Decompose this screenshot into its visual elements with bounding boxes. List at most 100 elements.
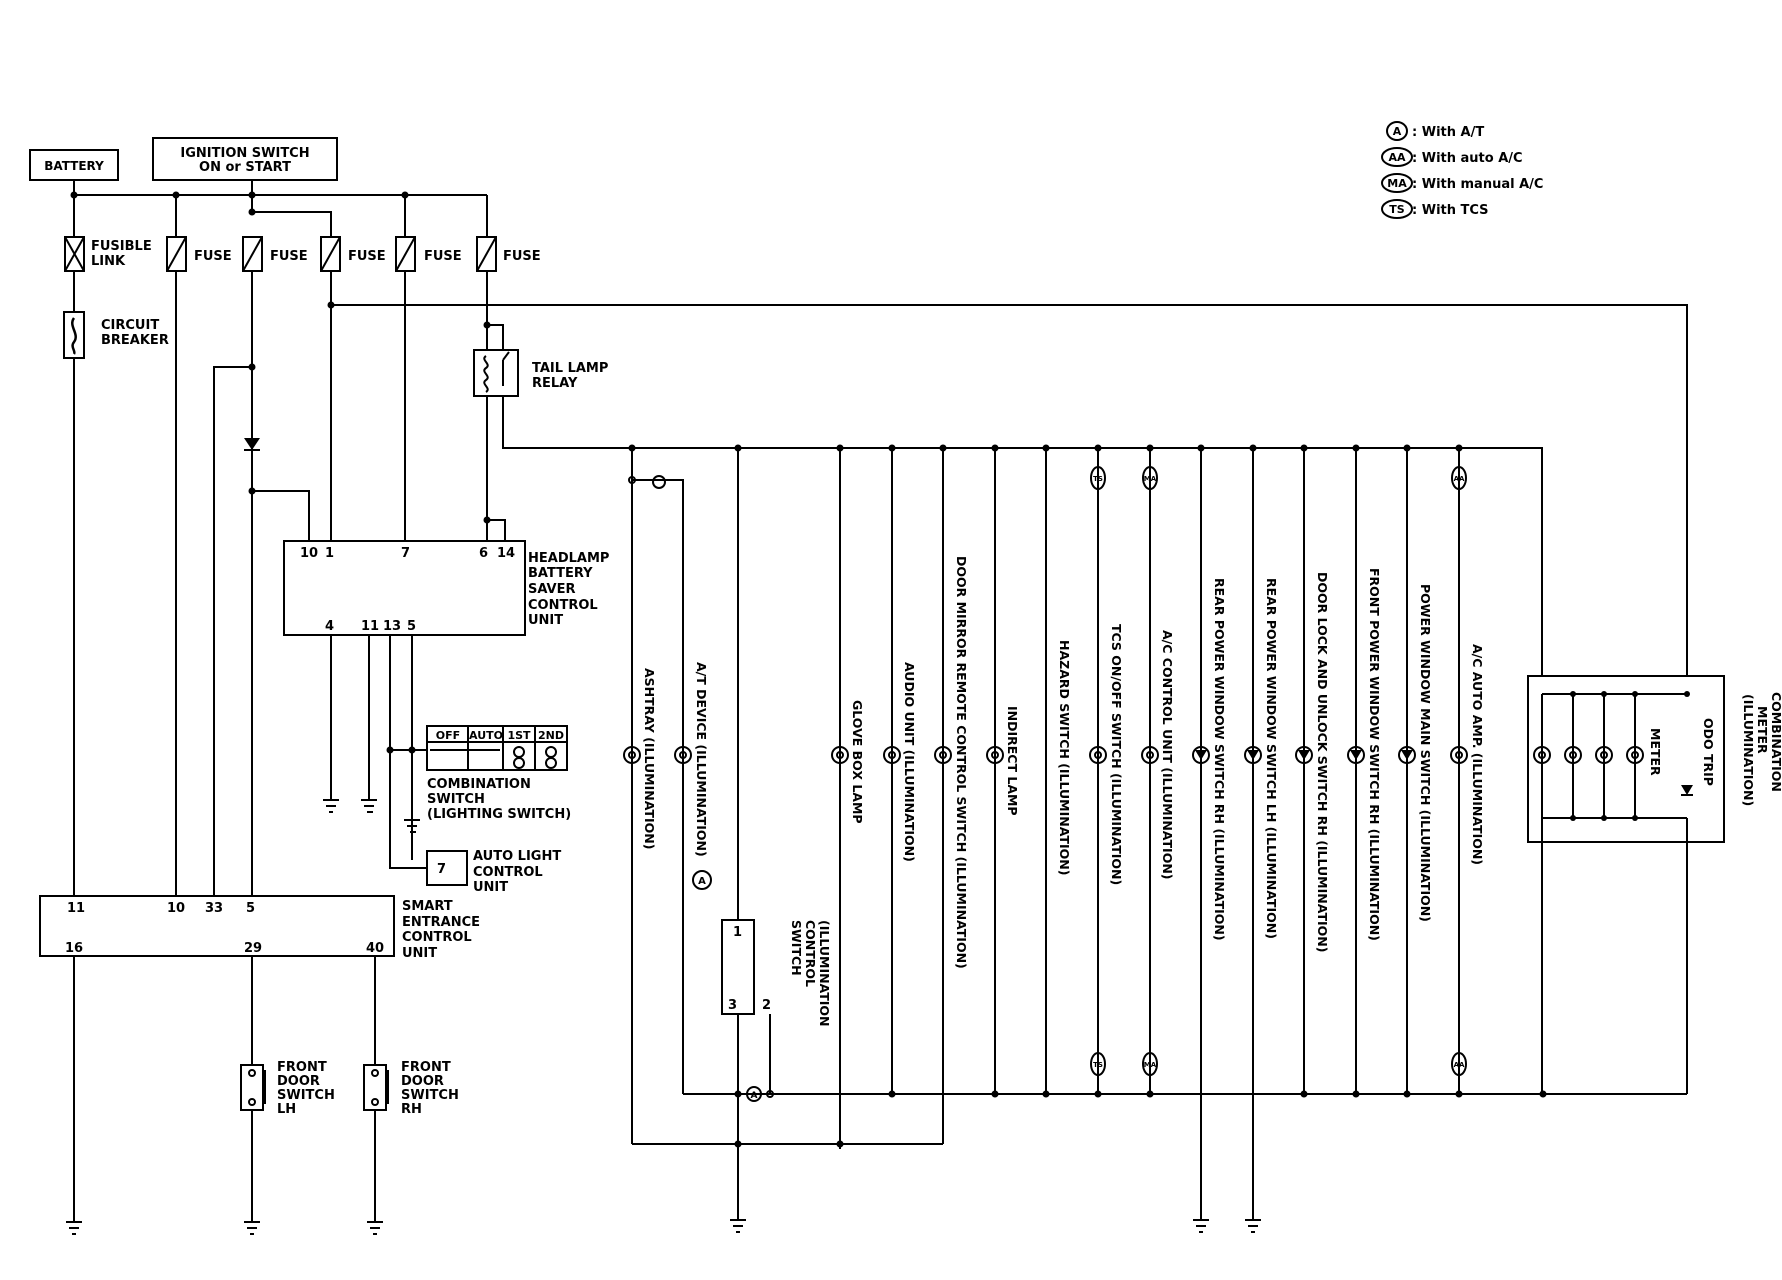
marker-aa-top: AA (1454, 475, 1465, 483)
hbs-label-4: CONTROL (528, 598, 598, 613)
load-label-indirect-lamp: INDIRECT LAMP (1005, 706, 1020, 816)
combination-meter-label-1: COMBINATION (1769, 692, 1782, 792)
legend-text-a: : With A/T (1412, 125, 1484, 140)
illumination-control-switch: 1 3 2 (ILLUMINATION CONTROL SWITCH (721, 919, 832, 1027)
headlamp-battery-saver-unit: 10 1 7 6 14 4 11 13 5 HEADLAMP BATTERY S… (283, 540, 609, 636)
seu-label-1: SMART (402, 899, 453, 914)
hbs-label-2: BATTERY (528, 566, 593, 581)
legend-text-ma: : With manual A/C (1412, 177, 1543, 192)
ignition-label-2: ON or START (199, 160, 291, 175)
marker-ts-bottom: TS (1093, 1061, 1103, 1069)
legend-symbol-ma: MA (1387, 177, 1407, 190)
seu-label-3: CONTROL (402, 930, 472, 945)
seu-label-2: ENTRANCE (402, 915, 480, 930)
auto-light-pin-7: 7 (437, 862, 446, 877)
seu-label-4: UNIT (402, 946, 437, 961)
fuse-1: FUSE (166, 236, 232, 272)
combination-meter-label-3: (ILLUMINATION) (1741, 694, 1756, 806)
fuse-4-label: FUSE (424, 249, 462, 264)
combination-switch: OFF AUTO 1ST 2ND COMBINATION SWITCH (LIG… (426, 725, 571, 822)
fuse-2-label: FUSE (270, 249, 308, 264)
meter-label: METER (1648, 728, 1663, 776)
odo-trip-label: ODO TRIP (1701, 718, 1716, 786)
load-label-audio-unit: AUDIO UNIT (ILLUMINATION) (902, 662, 917, 862)
combo-header-1st: 1ST (507, 729, 531, 742)
front-door-switch-lh: FRONT DOOR SWITCH LH (240, 1060, 335, 1117)
load-label-ac-control: A/C CONTROL UNIT (ILLUMINATION) (1160, 630, 1175, 880)
marker-aa-bottom: AA (1454, 1061, 1465, 1069)
hbs-pin-5: 5 (407, 619, 416, 634)
seu-pin-16: 16 (65, 941, 83, 956)
hbs-pin-6: 6 (479, 546, 488, 561)
hbs-pin-4: 4 (325, 619, 334, 634)
seu-pin-33: 33 (205, 901, 223, 916)
load-label-glove-box: GLOVE BOX LAMP (850, 700, 865, 824)
door-rh-label-1: FRONT (401, 1060, 451, 1075)
load-label-hazard: HAZARD SWITCH (ILLUMINATION) (1057, 640, 1072, 875)
fuse-5-label: FUSE (503, 249, 541, 264)
battery-label: BATTERY (44, 159, 104, 173)
ics-label-2: CONTROL (803, 920, 818, 987)
legend-symbol-a: A (1393, 125, 1402, 138)
load-label-door-lock-rh: DOOR LOCK AND UNLOCK SWITCH RH (ILLUMINA… (1315, 572, 1330, 952)
seu-pin-29: 29 (244, 941, 262, 956)
combo-label-1: COMBINATION (427, 777, 531, 792)
fuse-2: FUSE (242, 236, 308, 272)
combination-meter-label-2: METER (1755, 706, 1770, 754)
combination-meter: METER ODO TRIP COMBINATION METER (ILLUMI… (1527, 675, 1782, 843)
hbs-pin-10: 10 (300, 546, 318, 561)
door-lh-label-4: LH (277, 1102, 296, 1117)
at-device-marker: A (698, 876, 706, 887)
circuit-breaker-label-1: CIRCUIT (101, 318, 159, 333)
ics-pin-3: 3 (728, 998, 737, 1013)
battery-block: BATTERY (29, 149, 119, 181)
ignition-label-1: IGNITION SWITCH (180, 146, 309, 161)
seu-pin-11: 11 (67, 901, 85, 916)
legend-text-ts: : With TCS (1412, 203, 1489, 218)
hbs-label-5: UNIT (528, 613, 563, 628)
load-label-at-device: A/T DEVICE (ILLUMINATION) (694, 662, 709, 857)
auto-light-label-3: UNIT (473, 880, 508, 895)
ics-pin-1: 1 (733, 925, 742, 940)
legend-symbol-ts: TS (1389, 203, 1405, 216)
combo-header-off: OFF (436, 729, 460, 742)
marker-ma-top: MA (1144, 475, 1157, 483)
auto-light-label-2: CONTROL (473, 865, 543, 880)
load-label-tcs: TCS ON/OFF SWITCH (ILLUMINATION) (1109, 624, 1124, 885)
hbs-pin-13: 13 (383, 619, 401, 634)
combo-label-3: (LIGHTING SWITCH) (427, 807, 571, 822)
fusible-link-label-1: FUSIBLE (91, 239, 152, 254)
hbs-pin-14: 14 (497, 546, 515, 561)
lamp-symbols (623, 746, 1468, 764)
door-lh-label-2: DOOR (277, 1074, 320, 1089)
seu-pin-5: 5 (246, 901, 255, 916)
fuse-3: FUSE (320, 236, 386, 272)
fuse-1-label: FUSE (194, 249, 232, 264)
ics-pin-2: 2 (762, 998, 771, 1013)
marker-a-bottom: A (751, 1091, 758, 1101)
circuit-breaker: CIRCUIT BREAKER (63, 271, 169, 359)
seu-pin-10: 10 (167, 901, 185, 916)
wire-markers: TS MA AA TS MA AA A (746, 466, 1467, 1102)
front-door-switch-rh: FRONT DOOR SWITCH RH (363, 1060, 459, 1117)
ics-label-1: (ILLUMINATION (817, 920, 832, 1027)
combo-label-2: SWITCH (427, 792, 485, 807)
load-label-pw-main: POWER WINDOW MAIN SWITCH (ILLUMINATION) (1418, 584, 1433, 922)
smart-entrance-control-unit: 11 10 33 5 16 29 40 SMART ENTRANCE CONTR… (39, 895, 480, 961)
legend-text-aa: : With auto A/C (1412, 151, 1523, 166)
legend: A : With A/T AA : With auto A/C MA : Wit… (1381, 121, 1543, 219)
fuse-3-label: FUSE (348, 249, 386, 264)
door-lh-label-3: SWITCH (277, 1088, 335, 1103)
load-label-door-mirror: DOOR MIRROR REMOTE CONTROL SWITCH (ILLUM… (954, 556, 969, 969)
combo-header-2nd: 2ND (538, 729, 564, 742)
hbs-label-1: HEADLAMP (528, 551, 609, 566)
fuse-4: FUSE (395, 236, 462, 272)
hbs-label-3: SAVER (528, 582, 576, 597)
hbs-pin-1: 1 (325, 546, 334, 561)
auto-light-label-1: AUTO LIGHT (473, 849, 561, 864)
load-label-rear-pw-rh: REAR POWER WINDOW SWITCH RH (ILLUMINATIO… (1212, 578, 1227, 941)
tail-lamp-relay-label-2: RELAY (532, 376, 578, 391)
circuit-breaker-label-2: BREAKER (101, 333, 169, 348)
marker-ts-top: TS (1093, 475, 1103, 483)
